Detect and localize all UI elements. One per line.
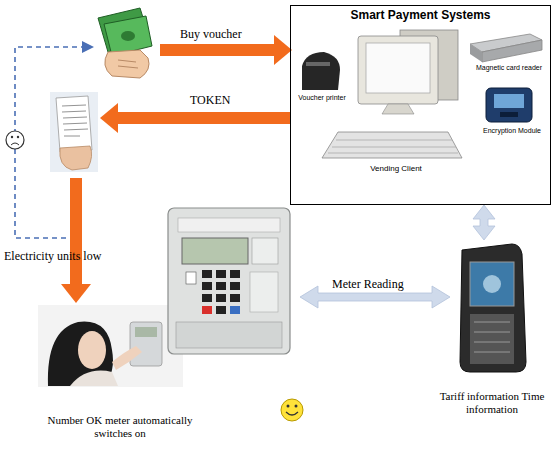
person-photo-part bbox=[70, 371, 118, 386]
card-reader bbox=[470, 34, 542, 62]
handheld-terminal-part bbox=[470, 314, 514, 364]
keyboard bbox=[322, 132, 462, 158]
flow-label: Electricity units low bbox=[4, 250, 144, 264]
monitor-part bbox=[382, 104, 414, 114]
handheld-terminal-part bbox=[483, 275, 501, 293]
handheld-terminal-part bbox=[460, 244, 526, 372]
system-box: Smart Payment SystemsVoucher printer Magn… bbox=[290, 5, 551, 205]
voucher-printer-part bbox=[302, 52, 340, 90]
card-reader-part bbox=[482, 40, 542, 62]
person-photo-part bbox=[38, 305, 183, 387]
person-photo-part bbox=[130, 322, 162, 366]
token-slip-part bbox=[56, 96, 92, 152]
meter-part bbox=[216, 282, 226, 290]
person-photo-part bbox=[112, 346, 142, 370]
keyboard-part bbox=[322, 132, 462, 158]
person-photo bbox=[38, 305, 183, 387]
down-arrow-part bbox=[61, 284, 91, 303]
monitor-part bbox=[366, 43, 430, 93]
meter-part bbox=[202, 306, 212, 314]
data-link-arrow bbox=[473, 205, 495, 240]
meter-part bbox=[202, 294, 212, 302]
meter-part bbox=[216, 294, 226, 302]
down-arrow-part bbox=[70, 178, 82, 286]
part-label: Encryption Module bbox=[473, 127, 551, 135]
meter-part bbox=[202, 270, 212, 278]
node-caption: Number OK meter automatically switches o… bbox=[30, 414, 210, 440]
handheld-terminal-part bbox=[470, 262, 514, 306]
meter-part bbox=[176, 322, 282, 348]
part-label: Voucher printer bbox=[291, 94, 353, 102]
flow-label: Buy voucher bbox=[180, 28, 290, 42]
meter-part bbox=[216, 306, 226, 314]
meter-part bbox=[230, 294, 240, 302]
part-label: Magnetic card reader bbox=[467, 64, 551, 72]
meter-part bbox=[216, 270, 226, 278]
buy-arrow-part bbox=[160, 44, 276, 56]
token-slip-part bbox=[50, 92, 98, 172]
user-node: Number OK meter automatically switches o… bbox=[30, 300, 210, 440]
meter-part bbox=[202, 282, 212, 290]
down-arrow bbox=[61, 178, 91, 303]
meter-part bbox=[230, 282, 240, 290]
sad-face-part bbox=[11, 136, 13, 138]
token-slip-part bbox=[62, 105, 88, 136]
meter-part bbox=[186, 272, 196, 284]
smiley-face-part bbox=[295, 405, 298, 408]
encryption-module-part bbox=[500, 112, 518, 117]
money-hand-part bbox=[121, 31, 135, 41]
meter-part bbox=[178, 218, 280, 232]
voucher-printer-part bbox=[306, 62, 330, 66]
feedback-dashed-line-part bbox=[82, 41, 94, 53]
node-caption: Tariff information Time information bbox=[432, 390, 552, 416]
token-arrow-part bbox=[100, 103, 118, 133]
monitor-part bbox=[358, 36, 438, 104]
monitor bbox=[358, 30, 458, 114]
sad-face bbox=[6, 131, 24, 149]
meter-part bbox=[230, 270, 240, 278]
token-slip bbox=[50, 92, 98, 172]
box-title: Smart Payment Systems bbox=[291, 8, 550, 22]
money-hand-part bbox=[105, 50, 149, 78]
meter-part bbox=[168, 208, 290, 354]
meter-part bbox=[252, 238, 278, 264]
handheld-node: Tariff information Time information bbox=[432, 240, 552, 416]
person-photo-part bbox=[78, 331, 106, 369]
flow-label: TOKEN bbox=[190, 94, 270, 108]
person-photo-part bbox=[135, 327, 157, 337]
keyboard-part bbox=[328, 140, 458, 153]
token-slip-part bbox=[60, 146, 92, 170]
encryption-module-part bbox=[486, 88, 532, 122]
sad-face-part bbox=[11, 143, 19, 145]
token-arrow-part bbox=[116, 112, 290, 124]
money-hand-part bbox=[118, 60, 138, 68]
smiley-face-part bbox=[286, 412, 298, 415]
part-label: Vending Client bbox=[351, 164, 441, 173]
money-hand bbox=[98, 8, 152, 78]
meter-part bbox=[182, 238, 248, 264]
token-arrow bbox=[100, 103, 290, 133]
money-hand-part bbox=[104, 16, 152, 56]
encryption-module-part bbox=[494, 94, 524, 108]
meter bbox=[168, 208, 290, 354]
smiley-face-part bbox=[287, 405, 290, 408]
sad-face-part bbox=[17, 136, 19, 138]
encryption-module bbox=[486, 88, 532, 122]
voucher-printer bbox=[302, 52, 340, 90]
meter-part bbox=[230, 306, 240, 314]
flow-label: Meter Reading bbox=[332, 278, 432, 292]
handheld-terminal bbox=[460, 244, 526, 372]
smiley-face bbox=[281, 399, 303, 421]
handheld-terminal-part bbox=[474, 322, 510, 352]
card-reader-part bbox=[470, 44, 482, 62]
sad-face-part bbox=[6, 131, 24, 149]
smiley-face-part bbox=[281, 399, 303, 421]
meter-part bbox=[250, 272, 278, 312]
